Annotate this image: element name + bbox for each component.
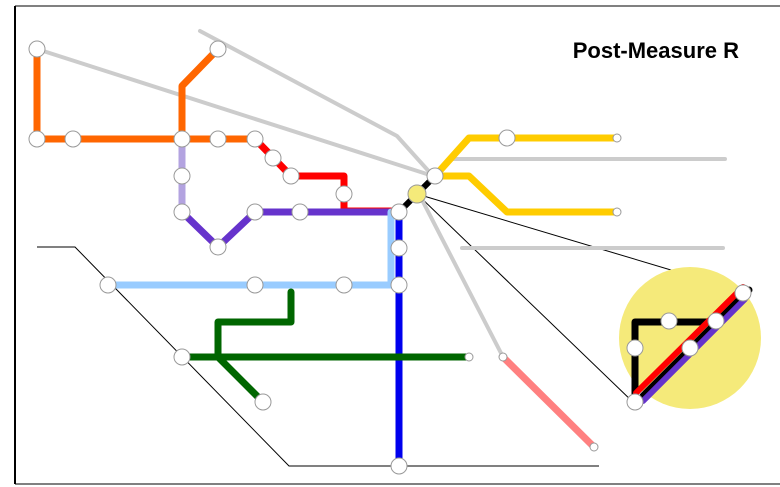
map-frame: Post-Measure R bbox=[7, 4, 780, 485]
station[interactable] bbox=[209, 238, 227, 256]
station[interactable] bbox=[426, 167, 444, 185]
station[interactable] bbox=[28, 40, 46, 58]
inset-station bbox=[626, 393, 644, 411]
terminus-dot bbox=[612, 133, 622, 143]
yellow-segment bbox=[431, 134, 620, 180]
inset-magnifier bbox=[619, 267, 761, 411]
inset-pointer-lower bbox=[416, 193, 636, 405]
transit-map bbox=[14, 5, 780, 485]
station[interactable] bbox=[246, 203, 264, 221]
station[interactable] bbox=[498, 129, 516, 147]
station[interactable] bbox=[390, 276, 408, 294]
station[interactable] bbox=[209, 130, 227, 148]
orange-segment bbox=[33, 45, 259, 143]
station[interactable] bbox=[173, 203, 191, 221]
station[interactable] bbox=[390, 457, 408, 475]
station[interactable] bbox=[246, 276, 264, 294]
station[interactable] bbox=[264, 149, 282, 167]
yellow-line bbox=[431, 134, 620, 216]
station[interactable] bbox=[64, 130, 82, 148]
pink-segment bbox=[499, 353, 598, 451]
inset-station bbox=[626, 339, 644, 357]
station[interactable] bbox=[28, 130, 46, 148]
terminus-dot bbox=[612, 207, 622, 217]
station[interactable] bbox=[254, 393, 272, 411]
station[interactable] bbox=[390, 203, 408, 221]
inset-stations bbox=[626, 284, 752, 411]
inset-station bbox=[681, 339, 699, 357]
station[interactable] bbox=[390, 239, 408, 257]
red-line bbox=[251, 135, 403, 215]
gray-line bbox=[35, 29, 727, 359]
terminus-dot bbox=[464, 352, 474, 362]
station[interactable] bbox=[209, 40, 227, 58]
station[interactable] bbox=[173, 167, 191, 185]
inset-black-line bbox=[631, 318, 715, 404]
station[interactable] bbox=[335, 185, 353, 203]
inset-station bbox=[660, 312, 678, 330]
line-termini bbox=[464, 133, 622, 452]
station[interactable] bbox=[282, 167, 300, 185]
dark-green-segment bbox=[214, 288, 295, 361]
light-blue-segment bbox=[104, 208, 395, 289]
stations bbox=[28, 40, 516, 475]
purple-segment bbox=[178, 208, 395, 251]
gray-segment bbox=[417, 192, 505, 359]
station[interactable] bbox=[246, 130, 264, 148]
station[interactable] bbox=[173, 348, 191, 366]
station[interactable] bbox=[173, 130, 191, 148]
yellow-segment bbox=[431, 172, 620, 216]
terminus-dot bbox=[498, 352, 508, 362]
gray-segment bbox=[35, 47, 435, 178]
station[interactable] bbox=[99, 276, 117, 294]
gray-segment bbox=[198, 29, 435, 178]
thin-outline-lines bbox=[37, 193, 692, 467]
inset-pointer-upper bbox=[416, 193, 692, 277]
junction-highlight bbox=[407, 184, 427, 204]
orange-line bbox=[33, 45, 259, 143]
dark-green-line bbox=[178, 288, 473, 406]
pink-line bbox=[499, 353, 598, 451]
inset-station bbox=[707, 312, 725, 330]
dark-green-segment bbox=[214, 353, 267, 406]
map-title: Post-Measure R bbox=[572, 38, 739, 63]
station[interactable] bbox=[291, 203, 309, 221]
inset-station bbox=[734, 284, 752, 302]
terminus-dot bbox=[589, 442, 599, 452]
station[interactable] bbox=[335, 276, 353, 294]
purple-line bbox=[178, 208, 395, 251]
light-blue-line bbox=[104, 208, 395, 289]
orange-segment bbox=[178, 45, 222, 143]
red-segment bbox=[251, 135, 403, 215]
